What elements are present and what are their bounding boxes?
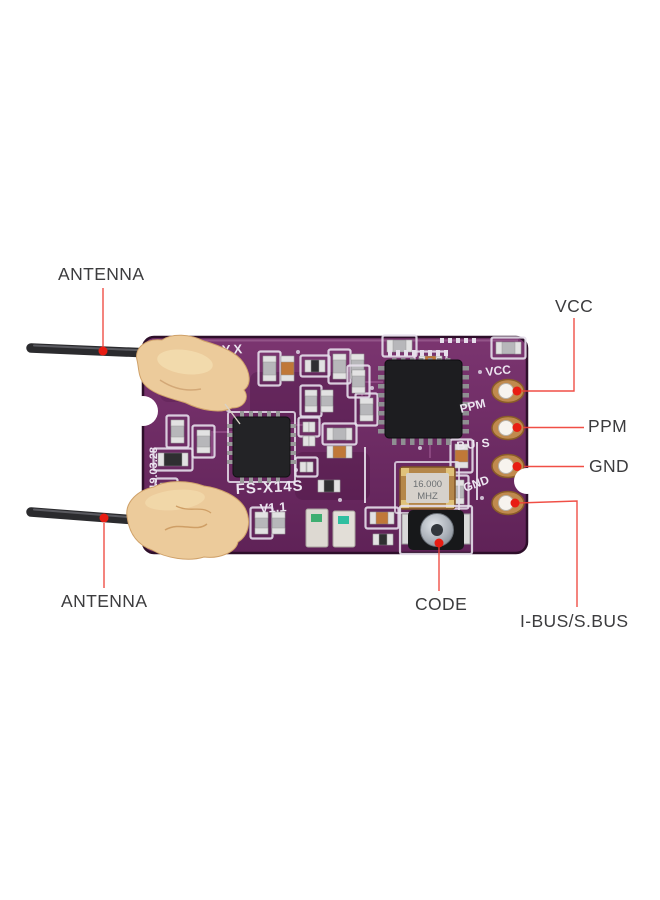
silkscreen-model: FS-X14S: [235, 477, 304, 498]
left-edge-notch: [128, 396, 158, 426]
vcc-label: VCC: [555, 296, 594, 316]
rf-chip: [227, 411, 296, 483]
solder-pad-ppm: [491, 415, 525, 441]
gnd-callout-dot: [512, 462, 522, 471]
solder-pads: [491, 378, 525, 516]
antenna-bottom-label: ANTENNA: [61, 591, 148, 611]
button-center: [431, 524, 443, 536]
antenna-top-label: ANTENNA: [58, 264, 145, 284]
silkscreen-pad-vcc: VCC: [485, 362, 512, 379]
ibus-callout-line: [517, 500, 578, 607]
mcu-chip: [378, 338, 476, 445]
pin-marker-dashes: [388, 338, 476, 356]
silkscreen-version: V1.1: [259, 499, 287, 516]
antenna-top-callout-dot: [98, 346, 108, 356]
silkscreen-pad-ppm: PPM: [458, 396, 487, 416]
vcc-callout-line: [522, 318, 575, 392]
right-edge-notch: [514, 468, 540, 494]
code-callout-dot: [434, 538, 444, 548]
antenna-cable-top: [26, 343, 155, 358]
crystal-frequency-text: 16.000: [413, 479, 442, 490]
antenna-bottom-callout-dot: [99, 513, 109, 523]
ppm-label: PPM: [588, 416, 628, 436]
ppm-callout-dot: [512, 423, 522, 432]
crystal-16mhz: 16.000 MHZ: [394, 461, 460, 514]
glue-blob-bottom: [126, 481, 249, 560]
crystal-unit-text: MHZ: [417, 491, 438, 502]
gnd-label: GND: [589, 456, 630, 476]
status-leds: [305, 508, 356, 548]
code-label: CODE: [415, 594, 468, 614]
bind-button: [398, 504, 474, 556]
vcc-callout-dot: [512, 386, 522, 396]
glue-blob-top: [136, 334, 250, 425]
silkscreen-pad-bus: BU S: [456, 435, 492, 453]
ibus-callout-dot: [510, 498, 520, 508]
ibus-sbus-label: I-BUS/S.BUS: [520, 611, 629, 631]
